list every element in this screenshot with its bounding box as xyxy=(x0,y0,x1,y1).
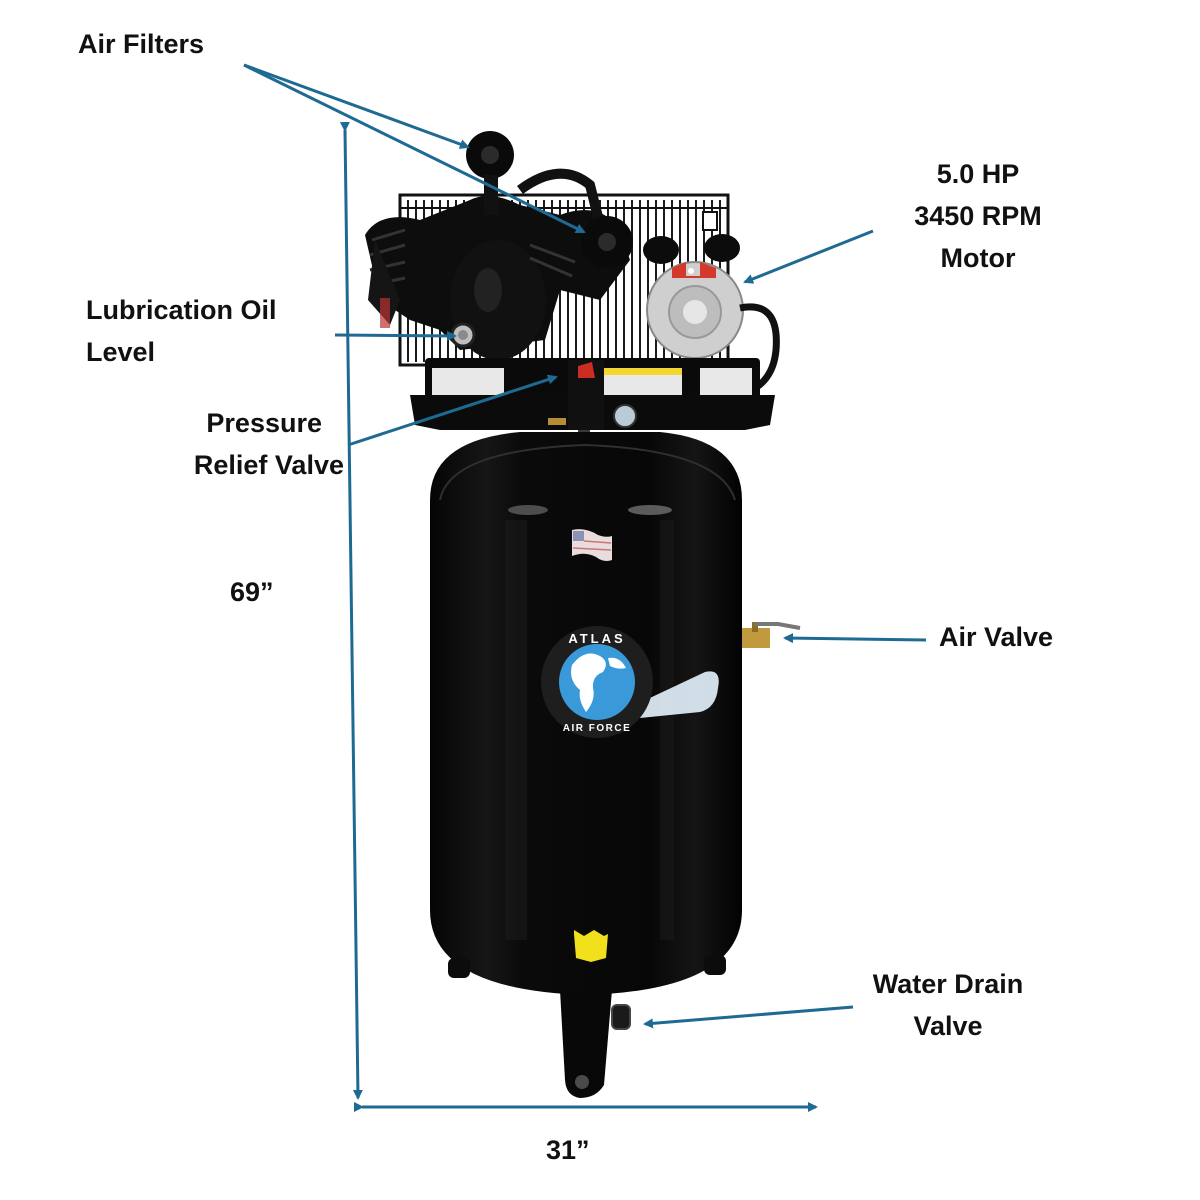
callout-motor-line-3: Motor xyxy=(940,242,1016,273)
air-tank xyxy=(430,432,801,1098)
base-plate xyxy=(410,358,775,444)
air-valve-hardware xyxy=(742,622,801,648)
callout-lubrication-oil-level: Lubrication Oil Level xyxy=(86,290,277,374)
callout-water-drain-line-1: Water Drain xyxy=(872,969,1024,999)
air-filters-leader-1 xyxy=(243,63,470,149)
callout-lubrication-line-1: Lubrication Oil xyxy=(86,295,277,325)
air-valve-leader xyxy=(783,633,927,644)
callout-water-drain-valve: Water Drain Valve xyxy=(848,964,1048,1048)
logo-bottom-text: AIR FORCE xyxy=(563,723,632,734)
callout-lubrication-line-2: Level xyxy=(86,336,156,367)
logo-top-text: ATLAS xyxy=(568,631,625,646)
height-dimension-line xyxy=(339,121,363,1100)
callout-air-valve: Air Valve xyxy=(939,617,1053,659)
height-dimension-label: 69” xyxy=(230,572,274,614)
callout-air-valve-line-1: Air Valve xyxy=(939,622,1054,652)
callout-pressure-relief-valve: Pressure Relief Valve xyxy=(130,403,344,487)
callout-pressure-relief-line-2: Relief Valve xyxy=(193,449,344,480)
callout-motor: 5.0 HP 3450 RPM Motor xyxy=(888,154,1068,280)
callout-motor-line-1: 5.0 HP xyxy=(936,159,1020,189)
callout-water-drain-line-2: Valve xyxy=(913,1010,983,1041)
pump-head xyxy=(365,131,633,360)
callout-air-filters: Air Filters xyxy=(78,24,204,66)
dimension-lines xyxy=(339,121,818,1112)
callout-leaders xyxy=(243,63,927,1029)
atlas-air-force-logo: ATLAS AIR FORCE xyxy=(541,626,719,738)
water-drain-leader xyxy=(643,1005,854,1029)
lubrication-leader xyxy=(334,330,457,341)
width-dimension-label: 31” xyxy=(546,1130,590,1172)
pressure-relief-leader xyxy=(347,374,558,447)
motor-leader xyxy=(743,229,874,284)
electric-motor xyxy=(619,234,780,409)
height-dimension-value: 69” xyxy=(230,577,274,607)
width-dimension-value: 31” xyxy=(546,1135,590,1165)
callout-air-filters-line-1: Air Filters xyxy=(78,29,205,59)
callout-motor-line-2: 3450 RPM xyxy=(914,200,1042,231)
flag-icon xyxy=(572,529,612,561)
air-filters-leader-2 xyxy=(243,63,586,234)
callout-pressure-relief-line-1: Pressure xyxy=(206,408,322,438)
